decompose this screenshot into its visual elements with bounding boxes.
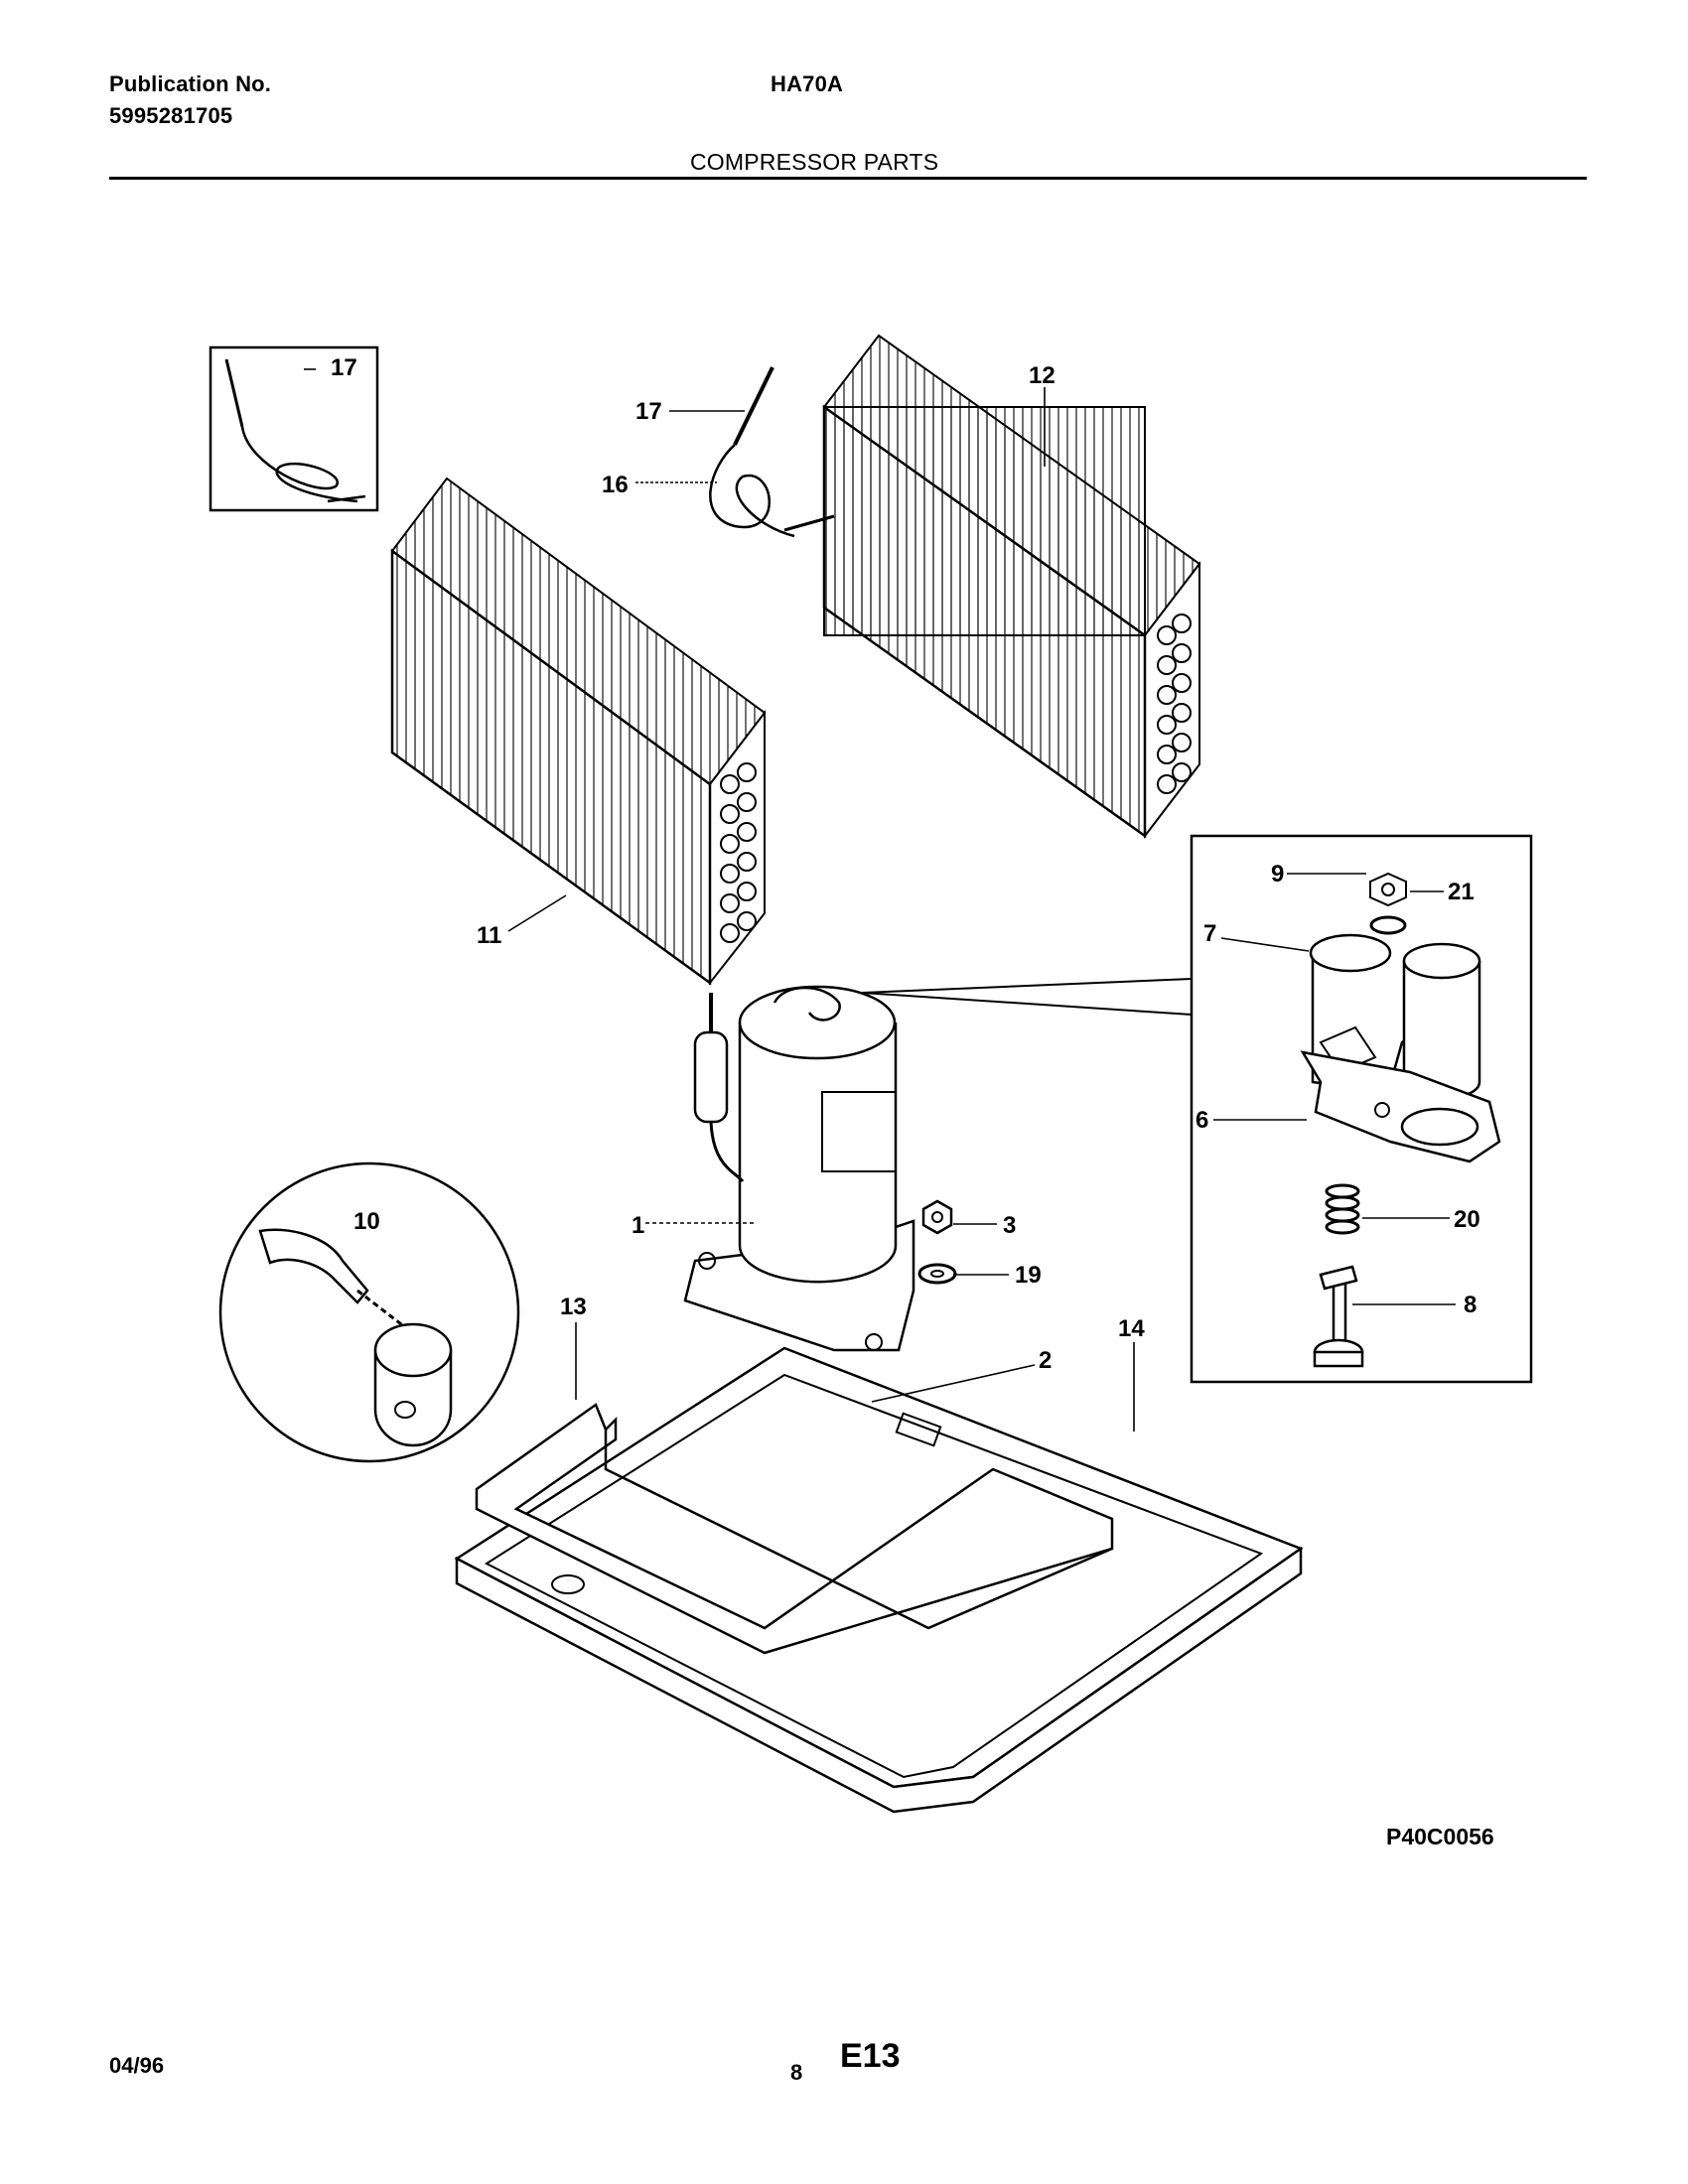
condenser-coil-12 [822,334,1201,839]
page-number: 8 [790,2060,803,2085]
page-code: E13 [840,2037,901,2075]
publication-date: 04/96 [109,2053,165,2078]
callout-leader-lines [304,368,1456,1432]
callout-16: 16 [602,472,629,498]
callout-12: 12 [1029,362,1055,389]
callout-21: 21 [1448,879,1475,905]
frame-13 [475,1403,1114,1655]
publication-number: 5995281705 [109,103,233,128]
callout-2: 2 [1039,1347,1052,1374]
section-title: COMPRESSOR PARTS [690,149,939,175]
callout-1: 1 [632,1212,644,1239]
washer-19 [917,1263,957,1285]
callout-9: 9 [1271,861,1284,887]
compressor-1 [683,985,915,1352]
callout-13: 13 [560,1294,587,1320]
detail-circle-10 [218,1161,520,1463]
callout-14: 14 [1118,1315,1145,1342]
callout-20: 20 [1454,1206,1480,1233]
inset-connector-lines [861,978,1193,1016]
callout-17-inset: 17 [331,354,357,381]
evaporator-coil-11 [390,477,767,986]
callout-11: 11 [477,922,501,949]
model-number: HA70A [771,71,844,96]
publication-label: Publication No. [109,71,272,96]
callout-10: 10 [353,1208,380,1235]
callout-17: 17 [635,398,662,425]
nut-3 [921,1199,953,1235]
callout-3: 3 [1003,1212,1016,1239]
callout-6: 6 [1196,1107,1208,1134]
inset-box-relay-parts [1190,834,1533,1384]
header-rule [109,177,1587,180]
capillary-tube-16 [709,366,835,538]
inset-box-17 [209,345,379,512]
callout-8: 8 [1464,1292,1477,1318]
callout-19: 19 [1015,1262,1042,1289]
callout-7: 7 [1203,920,1216,947]
figure-code: P40C0056 [1386,1824,1494,1849]
